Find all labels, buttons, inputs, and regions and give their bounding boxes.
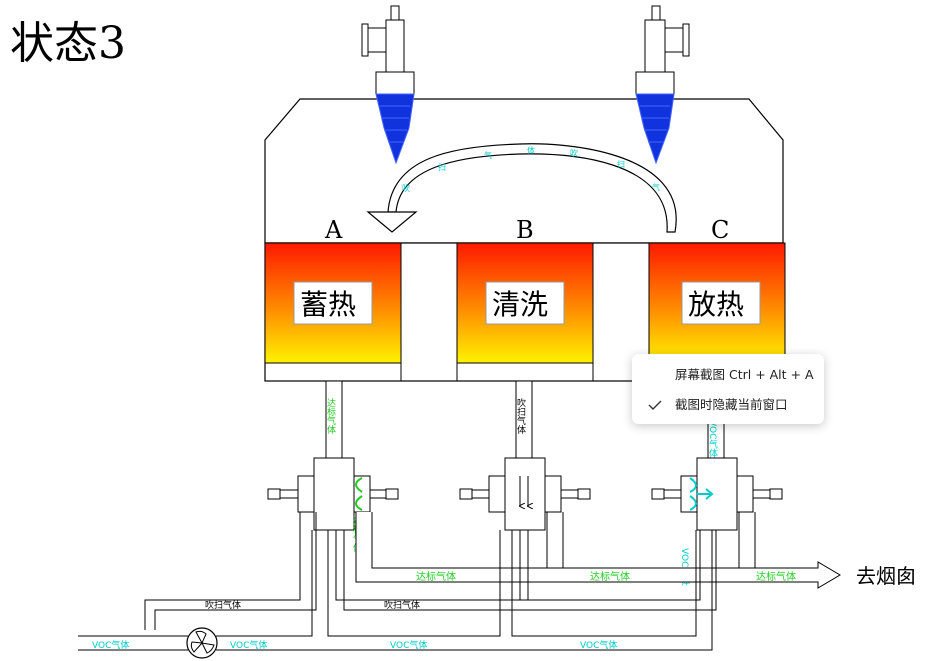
flow-label: 达标气体 xyxy=(756,570,796,583)
arc-label-char: 吹 xyxy=(402,183,410,193)
checkmark-icon xyxy=(648,400,662,410)
page-title: 状态3 xyxy=(10,18,126,69)
chamber-letter-c: C xyxy=(711,216,729,244)
arc-label-char: 气 xyxy=(652,182,660,192)
valve-a xyxy=(267,457,399,531)
chamber-c-label: 放热 xyxy=(688,288,744,321)
flow-label: 达标气体 xyxy=(590,570,630,583)
flame-icon xyxy=(376,94,414,163)
flow-label: VOC气体 xyxy=(580,639,617,651)
valve-b xyxy=(459,457,591,531)
context-menu: 屏幕截图 Ctrl + Alt + A 截图时隐藏当前窗口 xyxy=(632,354,824,424)
chamber-letter-a: A xyxy=(324,216,343,244)
flow-label: VOC气体 xyxy=(230,639,267,651)
flow-label: 达标气体 xyxy=(416,570,456,583)
voc-inlet-header xyxy=(78,530,713,651)
burner-left xyxy=(361,5,415,165)
duct-c-label: VOC气体 xyxy=(707,420,718,458)
burner-right xyxy=(635,5,690,165)
arc-label-char: 扫 xyxy=(438,162,446,172)
arc-label-char: 扫 xyxy=(617,159,625,169)
clean-gas-header xyxy=(355,512,841,589)
valve-c xyxy=(651,457,783,531)
valve-c-side-label: VOC气体 xyxy=(679,548,690,586)
fan-icon xyxy=(186,627,218,659)
menu-item-label: 截图时隐藏当前窗口 xyxy=(675,397,788,412)
chamber-a-label: 蓄热 xyxy=(300,288,356,321)
duct-a-label: 达标气体 xyxy=(325,397,336,435)
flow-label: 吹扫气体 xyxy=(384,599,420,611)
chamber-b-label: 清洗 xyxy=(492,288,548,321)
arc-label-char: 体 xyxy=(527,145,535,155)
menu-item-screenshot[interactable]: 屏幕截图 Ctrl + Alt + A xyxy=(632,360,824,390)
flow-label: VOC气体 xyxy=(92,639,129,651)
arc-label-char: 吹 xyxy=(570,148,578,158)
arc-label-char: 气 xyxy=(484,150,492,160)
curved-flow-arrow: 吹 扫 气 体 吹 扫 气 xyxy=(366,143,677,233)
flow-label: VOC气体 xyxy=(390,639,427,651)
purge-gas-header xyxy=(144,512,717,630)
chamber-letter-b: B xyxy=(516,216,534,244)
flow-label: 吹扫气体 xyxy=(205,599,241,611)
flame-icon xyxy=(636,94,674,163)
menu-item-label: 屏幕截图 Ctrl + Alt + A xyxy=(675,367,814,382)
outlet-label: 去烟囱 xyxy=(856,564,916,588)
duct-b-label: 吹扫气体 xyxy=(515,397,526,435)
menu-item-hide-window[interactable]: 截图时隐藏当前窗口 xyxy=(632,390,824,420)
